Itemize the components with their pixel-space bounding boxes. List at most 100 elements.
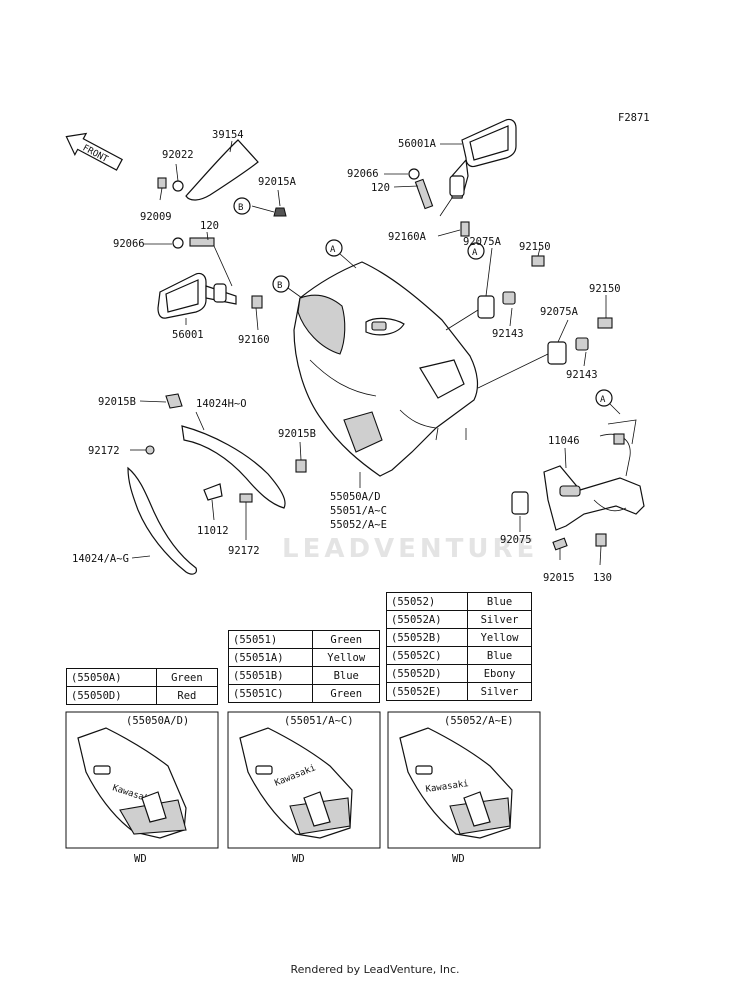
screw-92172-left <box>145 445 155 455</box>
table-row: (55052) Blue <box>385 592 532 611</box>
table-row: (55050A) Green <box>66 668 219 687</box>
bolt-130 <box>595 533 607 547</box>
table-row: (55050D) Red <box>66 686 219 705</box>
callout-a-cowl <box>325 239 343 257</box>
nut-92015a <box>273 207 287 217</box>
label-55050: 55050A/D <box>330 491 381 503</box>
variant-title-55052: (55052/A~E) <box>444 715 514 727</box>
table-row: (55052D) Ebony <box>385 664 532 683</box>
label-92143-lower: 92143 <box>566 369 598 381</box>
label-92066-right: 92066 <box>347 168 379 180</box>
label-120-right: 120 <box>371 182 390 194</box>
variant-box-55051: (55051/A~C) Kawasaki <box>227 711 381 849</box>
label-92022: 92022 <box>162 149 194 161</box>
table-row: (55052A) Silver <box>385 610 532 629</box>
label-92015a: 92015A <box>258 176 297 188</box>
grommet-92066-right <box>408 168 420 180</box>
right-mirror-part <box>449 118 517 199</box>
label-92143-upper: 92143 <box>492 328 524 340</box>
label-130: 130 <box>593 572 612 584</box>
collar-92143-lower <box>575 337 589 351</box>
table-cell-code: (55051A) <box>227 648 314 667</box>
table-cell-code: (55052C) <box>385 646 469 665</box>
table-row: (55051C) Green <box>227 684 380 703</box>
label-120-left: 120 <box>200 220 219 232</box>
front-arrow-icon: FRONT <box>65 132 123 171</box>
callout-a-mirror-text: A <box>472 248 478 258</box>
left-mirror-part <box>157 272 237 319</box>
variant-caption-55050: WD <box>134 853 147 865</box>
label-92066-left: 92066 <box>113 238 145 250</box>
callout-b-cowl-text: B <box>277 281 282 291</box>
variant-title-55051: (55051/A~C) <box>284 715 354 727</box>
stay-bracket-part <box>543 419 645 531</box>
grommet-92066-left <box>172 237 184 249</box>
figure-id: F2871 <box>618 112 650 124</box>
table-cell-color: Green <box>312 630 380 649</box>
grommet-92022 <box>172 180 184 192</box>
table-cell-code: (55051) <box>227 630 314 649</box>
damper-92075 <box>511 491 529 515</box>
nut-92015 <box>552 537 568 551</box>
watermark: LEADVENTURE <box>282 534 538 564</box>
table-row: (55052E) Silver <box>385 682 532 701</box>
bolt-120-left <box>189 237 215 247</box>
table-row: (55052C) Blue <box>385 646 532 665</box>
table-cell-code: (55052A) <box>385 610 469 629</box>
table-cell-code: (55052E) <box>385 682 469 701</box>
damper-92075a-upper <box>477 295 495 319</box>
screw-92009 <box>157 177 167 189</box>
table-cell-color: Silver <box>467 610 532 629</box>
label-92160: 92160 <box>238 334 270 346</box>
table-cell-color: Blue <box>312 666 380 685</box>
callout-b-top <box>233 197 251 215</box>
label-92150-lower: 92150 <box>589 283 621 295</box>
inner-cover-14024h-part <box>165 393 307 509</box>
footer-credit: Rendered by LeadVenture, Inc. <box>290 963 460 976</box>
label-92009: 92009 <box>140 211 172 223</box>
damper-92075a-lower <box>547 341 567 365</box>
table-55051: (55051) Green (55051A) Yellow (55051B) B… <box>227 630 380 703</box>
table-cell-code: (55052D) <box>385 664 469 683</box>
table-cell-code: (55051C) <box>227 684 314 703</box>
label-92015b-left: 92015B <box>98 396 136 408</box>
table-cell-color: Blue <box>467 646 532 665</box>
table-cell-color: Silver <box>467 682 532 701</box>
label-92172-right: 92172 <box>228 545 260 557</box>
table-55052: (55052) Blue (55052A) Silver (55052B) Ye… <box>385 592 532 701</box>
table-cell-color: Ebony <box>467 664 532 683</box>
label-92160a: 92160A <box>388 231 427 243</box>
label-14024h: 14024H~O <box>196 398 247 410</box>
table-55050: (55050A) Green (55050D) Red <box>66 668 219 705</box>
bracket-92160 <box>251 295 263 309</box>
table-row: (55051) Green <box>227 630 380 649</box>
bolt-120-right <box>414 178 434 210</box>
bracket-92160a <box>460 221 470 237</box>
table-cell-color: Red <box>155 686 219 705</box>
label-11012: 11012 <box>197 525 229 537</box>
upper-cowling-part <box>293 261 479 477</box>
callout-a-cowl-text: A <box>330 245 336 255</box>
table-row: (55052B) Yellow <box>385 628 532 647</box>
label-55051: 55051/A~C <box>330 505 387 517</box>
screw-92172-right <box>239 493 253 503</box>
callout-a-mirror <box>467 242 485 260</box>
label-92075a-upper: 92075A <box>463 236 502 248</box>
table-cell-color: Green <box>312 684 380 703</box>
variant-title-55050: (55050A/D) <box>126 715 189 727</box>
variant-box-55052: (55052/A~E) Kawasaki <box>387 711 541 849</box>
label-11046: 11046 <box>548 435 580 447</box>
label-55052: 55052/A~E <box>330 519 387 531</box>
table-row: (55051B) Blue <box>227 666 380 685</box>
label-92150-upper: 92150 <box>519 241 551 253</box>
callout-a-stay <box>595 389 613 407</box>
table-cell-code: (55052B) <box>385 628 469 647</box>
callout-b-cowl <box>272 275 290 293</box>
table-cell-color: Blue <box>467 592 532 611</box>
screw-92150-upper <box>531 255 545 267</box>
label-56001: 56001 <box>172 329 204 341</box>
screen-trim-part <box>185 139 259 201</box>
label-92075: 92075 <box>500 534 532 546</box>
callout-b-top-text: B <box>238 203 243 213</box>
table-cell-color: Yellow <box>312 648 380 667</box>
